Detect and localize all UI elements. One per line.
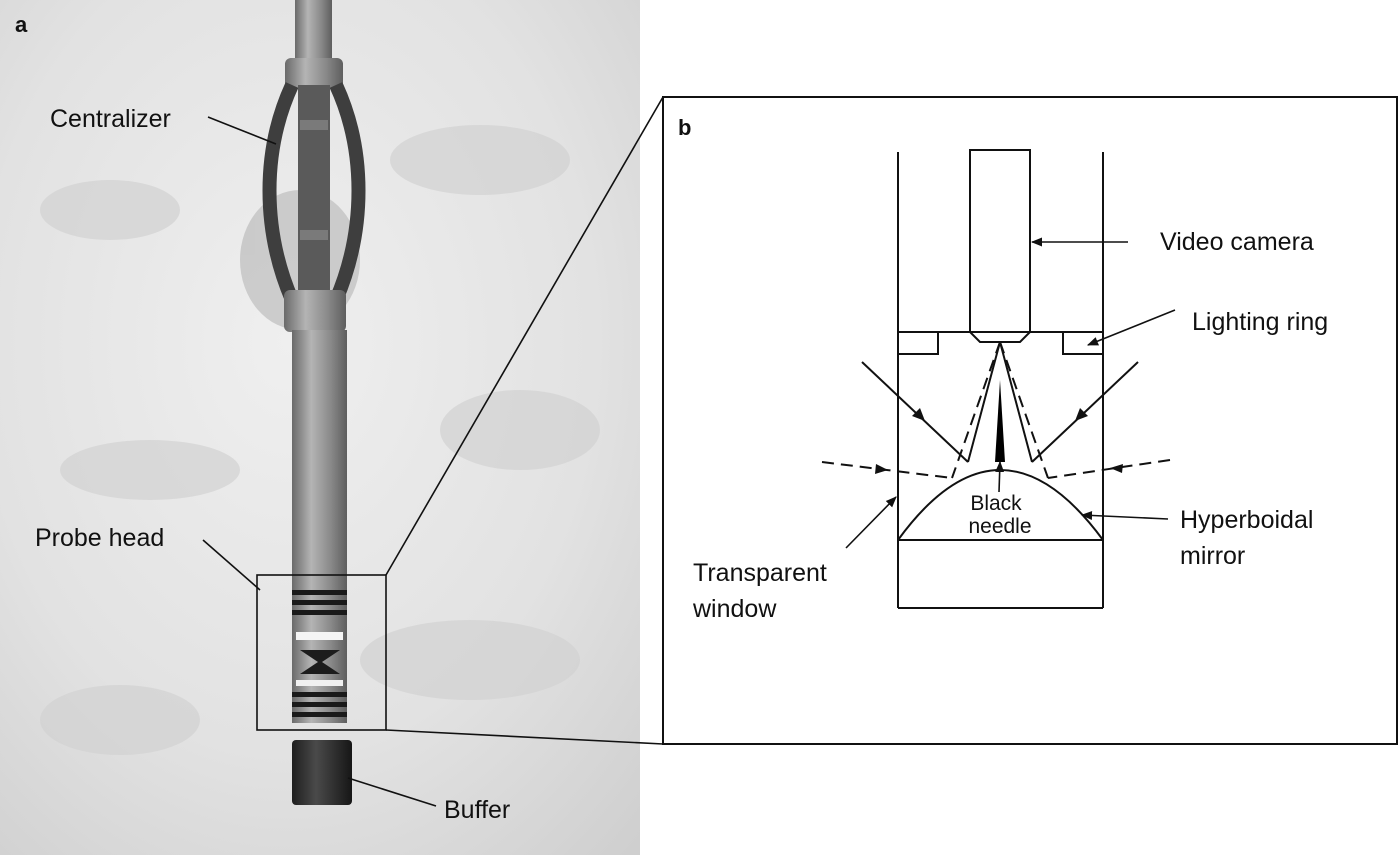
buffer-photo [292, 740, 352, 805]
view-line-left-solid [967, 341, 1001, 463]
lighting-ring-label: Lighting ring [1192, 308, 1328, 336]
ray-left-solid [861, 361, 969, 463]
panel-b-letter: b [678, 115, 691, 140]
label-arrows [845, 237, 1176, 549]
centralizer-bow-right [329, 82, 366, 303]
window-hourglass [300, 650, 340, 674]
probe-head-label: Probe head [35, 524, 164, 552]
view-line-right-solid [999, 341, 1033, 463]
centralizer-core [298, 85, 330, 300]
centralizer-bow-left [262, 82, 299, 303]
panel-a-letter: a [15, 12, 28, 37]
zoom-connector-top [385, 96, 664, 576]
centralizer-leader [207, 116, 277, 145]
panel-b: b [662, 96, 1398, 745]
collar-top [285, 58, 343, 88]
hyperboidal-mirror-arrow [1080, 510, 1169, 520]
black-needle-label-line2: needle [968, 515, 1031, 538]
probe-head-zoom-box [256, 574, 387, 731]
hyperboidal-label-line1: Hyperboidal [1180, 506, 1313, 534]
video-camera-label: Video camera [1160, 228, 1314, 256]
panel-a: a Centralizer Probe head Buffer [0, 0, 640, 855]
probe-tube [292, 330, 347, 580]
lighting-ring-left [897, 331, 939, 355]
transparent-label-line1: Transparent [693, 559, 827, 587]
buffer-label: Buffer [444, 796, 510, 824]
ray-arrowheads [875, 408, 1123, 474]
centralizer-label: Centralizer [50, 105, 171, 133]
black-needle-label-line1: Black [970, 492, 1022, 515]
hyperboidal-label-line2: mirror [1180, 542, 1245, 570]
lighting-ring-arrow [1086, 309, 1176, 346]
collar-mid [284, 290, 346, 332]
probe-photo [262, 0, 366, 805]
transparent-label-line2: window [692, 595, 777, 623]
lighting-ring-right [1062, 331, 1104, 355]
ray-right-dashed [1047, 459, 1171, 479]
black-needle [995, 380, 1005, 462]
camera-lens [967, 331, 1033, 343]
probe-head-leader [202, 539, 261, 591]
zoom-connector-bottom [385, 729, 664, 745]
transparent-window-arrow [845, 496, 897, 549]
ray-right-solid [1031, 361, 1139, 463]
buffer-leader [347, 777, 437, 807]
black-needle-arrow [995, 460, 1005, 493]
